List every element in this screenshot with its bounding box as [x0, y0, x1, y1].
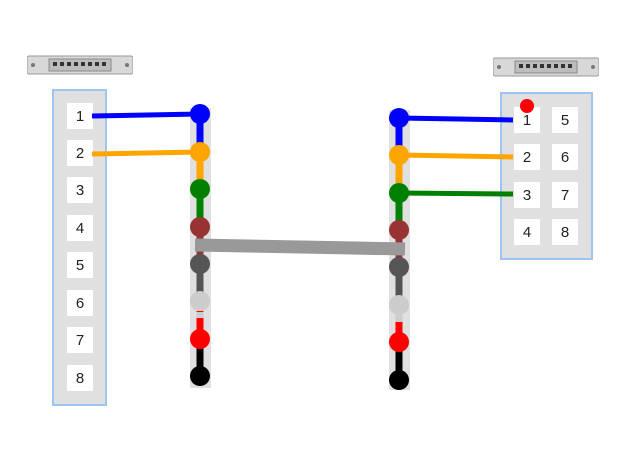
right-port-7[interactable]: 7 — [552, 182, 578, 208]
right-port-4[interactable]: 4 — [514, 219, 540, 245]
right-plug-darkgray[interactable] — [389, 257, 409, 277]
left-plug-darkgray[interactable] — [190, 254, 210, 274]
left-plug-orange[interactable] — [190, 142, 210, 162]
right-patch-panel-icon — [493, 57, 599, 77]
left-port-1[interactable]: 1 — [67, 103, 93, 129]
right-port-panel: 1 5 2 6 3 7 4 8 — [500, 92, 593, 260]
left-plug-green[interactable] — [190, 179, 210, 199]
right-plug-green[interactable] — [389, 183, 409, 203]
right-port-6[interactable]: 6 — [552, 144, 578, 170]
left-port-4[interactable]: 4 — [67, 215, 93, 241]
left-port-7[interactable]: 7 — [67, 327, 93, 353]
right-port-3[interactable]: 3 — [514, 182, 540, 208]
left-plug-red[interactable] — [190, 329, 210, 349]
wire-orange-right — [398, 152, 514, 160]
left-port-5[interactable]: 5 — [67, 252, 93, 278]
right-port-8[interactable]: 8 — [552, 219, 578, 245]
left-patch-panel-icon — [27, 55, 133, 75]
left-port-8[interactable]: 8 — [67, 365, 93, 391]
left-plug-brown[interactable] — [190, 217, 210, 237]
right-plug-orange[interactable] — [389, 145, 409, 165]
wire-orange-left — [91, 149, 201, 157]
wire-blue-right — [398, 115, 514, 123]
right-plug-lightgray[interactable] — [389, 295, 409, 315]
bridge-wire — [194, 238, 406, 256]
right-port-2[interactable]: 2 — [514, 144, 540, 170]
left-port-panel: 1 2 3 4 5 6 7 8 — [52, 89, 107, 406]
right-plug-brown[interactable] — [389, 220, 409, 240]
left-port-3[interactable]: 3 — [67, 177, 93, 203]
left-plug-blue[interactable] — [190, 104, 210, 124]
left-port-2[interactable]: 2 — [67, 140, 93, 166]
left-port-6[interactable]: 6 — [67, 290, 93, 316]
left-plug-black[interactable] — [190, 366, 210, 386]
right-plug-black[interactable] — [389, 370, 409, 390]
wire-blue-left — [91, 111, 201, 119]
right-plug-blue[interactable] — [389, 108, 409, 128]
right-plug-red[interactable] — [389, 332, 409, 352]
left-plug-lightgray[interactable] — [190, 291, 210, 311]
right-port-1-indicator — [520, 99, 534, 113]
right-port-5[interactable]: 5 — [552, 107, 578, 133]
wire-green-right — [398, 190, 514, 197]
